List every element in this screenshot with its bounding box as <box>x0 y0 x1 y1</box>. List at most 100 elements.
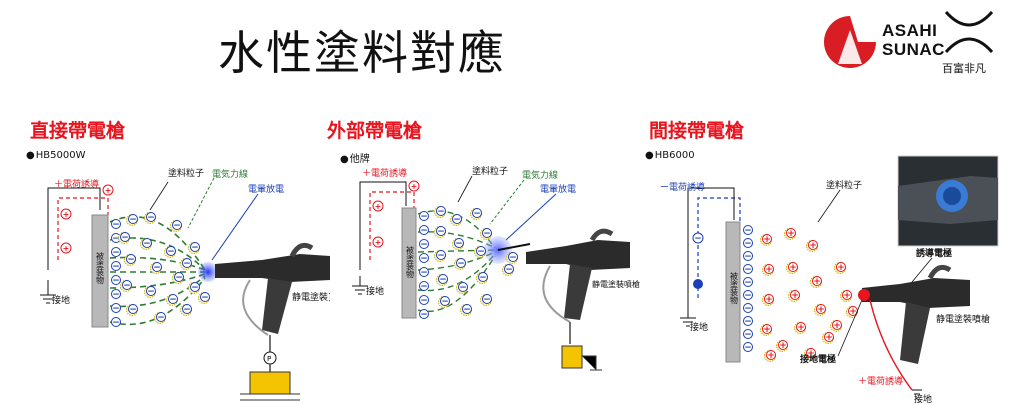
svg-text:+: + <box>843 291 851 301</box>
positive-charge <box>788 262 798 272</box>
panel-3-model: HB6000 <box>645 150 695 161</box>
panel-1-charge-label: ＋電荷誘導 <box>54 178 99 190</box>
negative-charge <box>111 317 121 327</box>
svg-text:+: + <box>763 235 771 245</box>
panel-3-ground-electrode-label: 接地電極 <box>800 353 836 365</box>
panel-2-particles-label: 塗料粒子 <box>472 165 508 177</box>
svg-text:−: − <box>129 305 137 315</box>
positive-charge <box>762 324 772 334</box>
negative-charge <box>482 228 492 238</box>
negative-charge <box>111 303 121 313</box>
svg-text:−: − <box>112 318 120 328</box>
negative-charge <box>120 232 130 242</box>
positive-charge <box>786 228 796 238</box>
svg-text:+: + <box>375 202 382 211</box>
svg-text:+: + <box>767 351 775 361</box>
svg-text:+: + <box>807 349 815 359</box>
svg-text:+: + <box>765 265 773 275</box>
svg-text:−: − <box>123 281 131 291</box>
svg-text:−: − <box>420 212 428 222</box>
svg-text:+: + <box>765 295 773 305</box>
negative-charge <box>111 289 121 299</box>
positive-charge <box>824 332 834 342</box>
svg-text:−: − <box>744 317 752 327</box>
brand-name-line1: ASAHI <box>882 21 938 40</box>
panel-3-ground-label: 接地 <box>690 321 708 333</box>
positive-charge <box>842 290 852 300</box>
svg-text:+: + <box>63 244 70 253</box>
negative-charge <box>146 212 156 222</box>
svg-text:+: + <box>849 307 857 317</box>
negative-charge <box>128 214 138 224</box>
panel-1-heading: 直接帶電槍 <box>30 120 126 142</box>
negative-charge <box>478 272 488 282</box>
svg-text:−: − <box>191 243 199 253</box>
negative-charge <box>419 211 429 221</box>
svg-text:−: − <box>744 239 752 249</box>
svg-text:−: − <box>483 229 491 239</box>
svg-text:−: − <box>473 209 481 219</box>
svg-text:−: − <box>509 253 517 263</box>
panel-2-gun-label: 静電塗裝噴槍 <box>592 279 640 289</box>
negative-charge <box>419 253 429 263</box>
negative-charge <box>476 246 486 256</box>
svg-text:−: − <box>147 287 155 297</box>
svg-text:+: + <box>375 238 382 247</box>
svg-text:−: − <box>744 304 752 314</box>
svg-text:−: − <box>420 296 428 306</box>
negative-charge <box>743 251 753 261</box>
negative-charge <box>482 294 492 304</box>
positive-charge <box>762 234 772 244</box>
svg-text:−: − <box>420 226 428 236</box>
svg-text:−: − <box>694 234 702 244</box>
negative-charge <box>456 258 466 268</box>
negative-charge <box>472 208 482 218</box>
positive-charge <box>806 348 816 358</box>
svg-text:−: − <box>112 276 120 286</box>
panel-1-gun-label: 静電塗裝] <box>292 291 330 303</box>
negative-charge <box>142 238 152 248</box>
svg-text:−: − <box>744 330 752 340</box>
panel-2-heading: 外部帶電槍 <box>327 120 423 142</box>
positive-charge <box>764 294 774 304</box>
svg-text:−: − <box>129 215 137 225</box>
svg-text:+: + <box>791 291 799 301</box>
negative-charge <box>452 214 462 224</box>
panel-1-diagram: P + + + −−−−−−−−−−−−−−−−−−−−−−−−−−− ＋電荷誘… <box>40 167 330 401</box>
panel-1-model: HB5000W <box>26 150 86 161</box>
panel-1-corona-label: 電暈放電 <box>248 183 284 195</box>
svg-text:−: − <box>112 290 120 300</box>
panel-3-induction-label: 誘導電極 <box>916 247 952 259</box>
negative-charge <box>743 264 753 274</box>
svg-text:−: − <box>175 273 183 283</box>
panel-1-particles-label: 塗料粒子 <box>168 167 204 179</box>
positive-charge <box>836 262 846 272</box>
positive-charge <box>766 350 776 360</box>
positive-charge <box>832 320 842 330</box>
emblem-icon <box>944 10 994 54</box>
svg-text:−: − <box>505 265 513 275</box>
svg-text:−: − <box>744 291 752 301</box>
svg-text:−: − <box>147 213 155 223</box>
negative-charge <box>436 206 446 216</box>
page-title: 水性塗料對應 <box>218 26 506 80</box>
svg-text:−: − <box>112 248 120 258</box>
svg-text:−: − <box>744 278 752 288</box>
svg-text:+: + <box>763 325 771 335</box>
svg-text:−: − <box>112 220 120 230</box>
svg-text:+: + <box>779 341 787 351</box>
svg-text:−: − <box>420 310 428 320</box>
svg-text:−: − <box>437 207 445 217</box>
negative-charge <box>122 280 132 290</box>
negative-charge <box>438 274 448 284</box>
negative-charge <box>128 304 138 314</box>
negative-charge <box>146 286 156 296</box>
svg-text:+: + <box>825 333 833 343</box>
panel-3-gun-label: 静電塗裝噴槍 <box>936 313 990 325</box>
positive-charge <box>790 290 800 300</box>
negative-charge <box>168 294 178 304</box>
negative-charge <box>126 254 136 264</box>
negative-charge <box>174 272 184 282</box>
brand-name-line2: SUNAC <box>882 40 945 59</box>
svg-text:−: − <box>191 283 199 293</box>
